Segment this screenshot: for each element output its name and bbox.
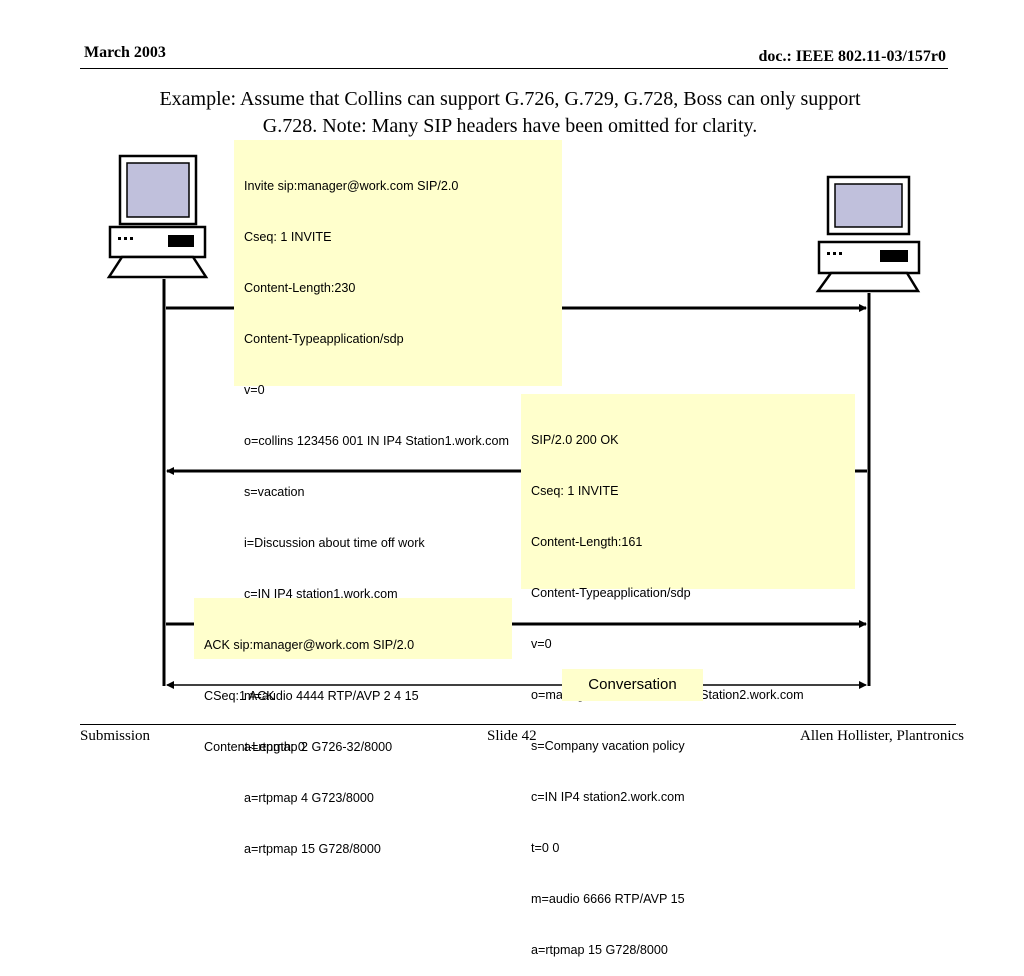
ok-line: m=audio 6666 RTP/AVP 15 [531, 892, 685, 906]
ok-line: c=IN IP4 station2.work.com [531, 790, 685, 804]
footer-divider [80, 724, 956, 725]
ok-line: Content-Typeapplication/sdp [531, 586, 691, 600]
ack-line: ACK sip:manager@work.com SIP/2.0 [204, 638, 415, 652]
invite-line: Content-Typeapplication/sdp [244, 332, 404, 346]
ack-line: CSeq:1 ACK [204, 689, 275, 703]
invite-message-box: Invite sip:manager@work.com SIP/2.0 Cseq… [234, 140, 562, 856]
invite-line: Cseq: 1 INVITE [244, 230, 332, 244]
footer-slide-number: Slide 42 [487, 728, 537, 744]
ok-line: t=0 0 [531, 841, 560, 855]
invite-line: a=rtpmap 4 G723/8000 [244, 791, 374, 805]
header-doc-id: doc.: IEEE 802.11-03/157r0 [758, 48, 946, 65]
invite-line: c=IN IP4 station1.work.com [244, 587, 398, 601]
right-computer-icon [815, 175, 921, 293]
ok-message-box: SIP/2.0 200 OK Cseq: 1 INVITE Content-Le… [521, 394, 855, 957]
title-line-2: G.728. Note: Many SIP headers have been … [262, 115, 758, 137]
header-divider [80, 68, 948, 69]
invite-line: Invite sip:manager@work.com SIP/2.0 [244, 179, 459, 193]
invite-line: Content-Length:230 [244, 281, 356, 295]
ok-line: Content-Length:161 [531, 535, 643, 549]
ok-line: v=0 [531, 637, 552, 651]
invite-line: v=0 [244, 383, 265, 397]
invite-line: s=vacation [244, 485, 305, 499]
ok-line: s=Company vacation policy [531, 739, 685, 753]
title-line-1: Example: Assume that Collins can support… [159, 88, 861, 110]
invite-line: a=rtpmap 15 G728/8000 [244, 842, 381, 856]
left-computer-icon [106, 154, 209, 279]
invite-line: a=rtpmap 2 G726-32/8000 [244, 740, 393, 754]
ok-line: SIP/2.0 200 OK [531, 433, 619, 447]
invite-line: m=audio 4444 RTP/AVP 2 4 15 [244, 689, 419, 703]
conversation-label: Conversation [562, 669, 703, 701]
footer-author: Allen Hollister, Plantronics [800, 728, 964, 744]
slide-title: Example: Assume that Collins can support… [80, 86, 940, 140]
header-date: March 2003 [84, 44, 166, 61]
invite-line: i=Discussion about time off work [244, 536, 425, 550]
ok-line: a=rtpmap 15 G728/8000 [531, 943, 668, 957]
ack-line: Content-Length: 0 [204, 740, 305, 754]
ok-line: Cseq: 1 INVITE [531, 484, 619, 498]
invite-line: o=collins 123456 001 IN IP4 Station1.wor… [244, 434, 509, 448]
footer-submission: Submission [80, 728, 151, 744]
ack-message-box: ACK sip:manager@work.com SIP/2.0 CSeq:1 … [194, 598, 512, 754]
